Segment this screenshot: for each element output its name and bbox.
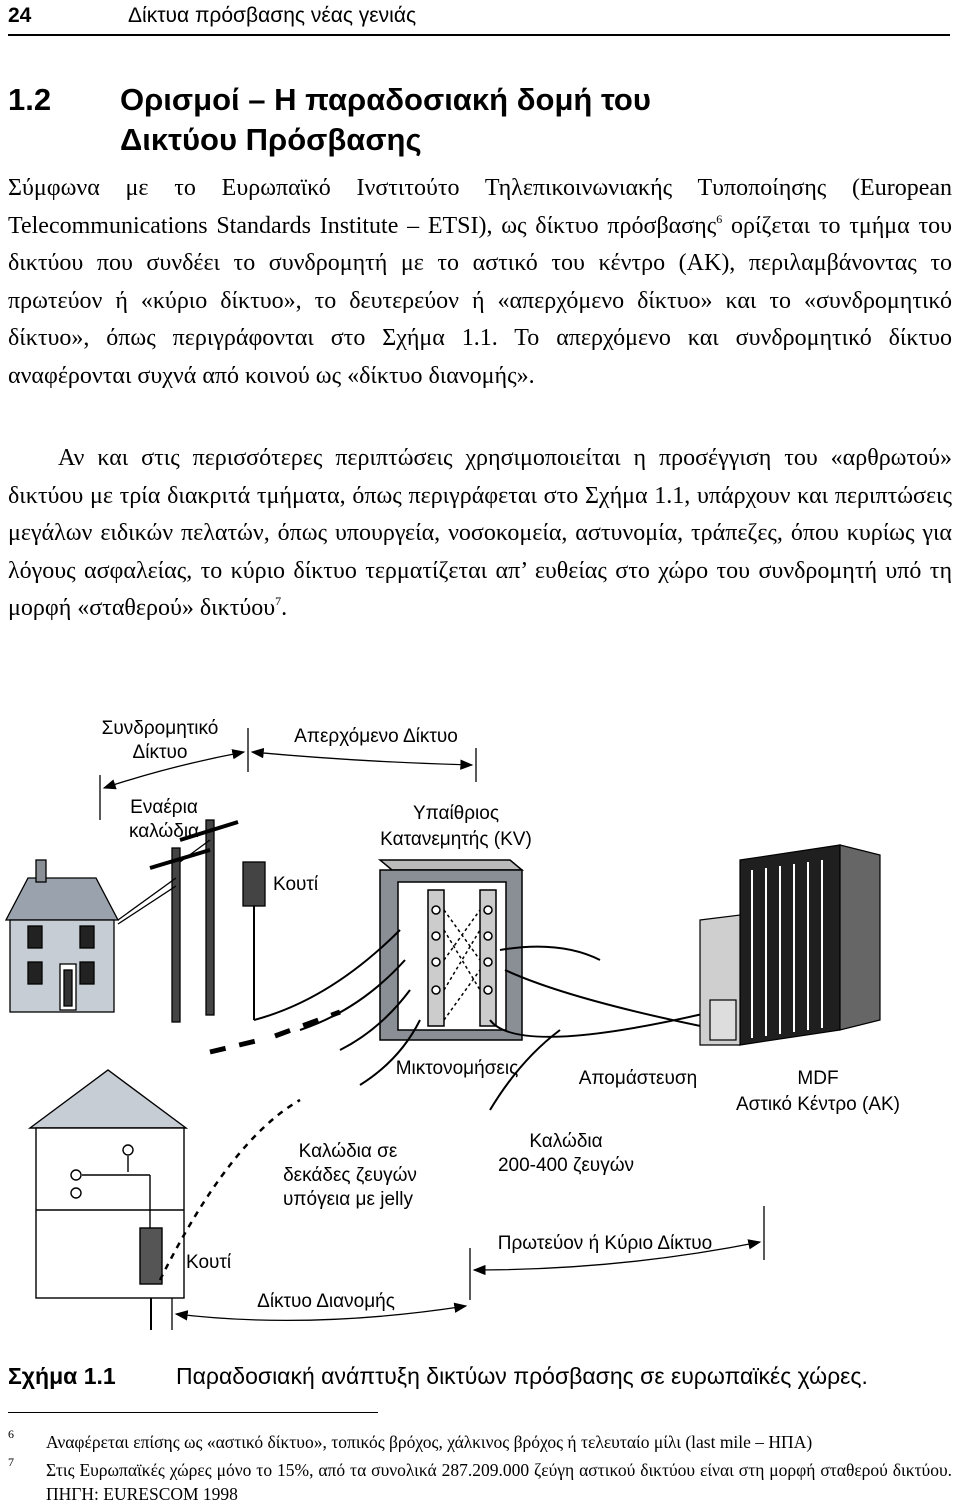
- caption-label: Σχήμα 1.1: [8, 1363, 116, 1389]
- footnote-number: 7: [8, 1455, 14, 1469]
- utility-poles: [117, 819, 239, 1023]
- p1-text-b: ορίζεται το τμήμα του δικτύου που συνδέε…: [8, 212, 952, 389]
- label-subscriber-network: Συνδρομητικό Δίκτυο: [102, 718, 219, 763]
- dimension-arcs: [99, 728, 477, 820]
- p1-text-a: Σύμφωνα με το Ευρωπαϊκό Ινστιτούτο Τηλεπ…: [8, 175, 952, 239]
- svg-text:δεκάδες ζευγών: δεκάδες ζευγών: [283, 1165, 417, 1186]
- label-jumpers: Μικτονομήσεις: [396, 1058, 519, 1079]
- footnote-text: Αναφέρεται επίσης ως «αστικό δίκτυο», το…: [46, 1432, 813, 1452]
- label-distribution-network: Δίκτυο Διανομής: [257, 1291, 395, 1312]
- label-cables-pairs: Καλώδια 200-400 ζευγών: [498, 1131, 634, 1176]
- page-number: 24: [8, 4, 32, 27]
- section-title: Ορισμοί – Η παραδοσιακή δομή του Δικτύου…: [120, 82, 651, 157]
- label-box-top: Κουτί: [273, 874, 319, 895]
- label-aerial-cables: Εναέρια καλώδια: [129, 797, 199, 842]
- body-paragraph-2: Αν και στις περισσότερες περιπτώσεις χρη…: [8, 440, 952, 628]
- running-title: Δίκτυα πρόσβασης νέας γενιάς: [128, 4, 417, 27]
- svg-text:Αστικό Κέντρο (ΑΚ): Αστικό Κέντρο (ΑΚ): [736, 1094, 900, 1115]
- footnote-6: 6 Αναφέρεται επίσης ως «αστικό δίκτυο», …: [8, 1427, 952, 1454]
- footnote-7: 7 Στις Ευρωπαϊκές χώρες μόνο το 15%, από…: [8, 1455, 952, 1506]
- p2-text: Αν και στις περισσότερες περιπτώσεις χρη…: [8, 445, 952, 622]
- label-distribution-out: Απερχόμενο Δίκτυο: [294, 726, 458, 747]
- svg-text:Εναέρια: Εναέρια: [130, 797, 198, 818]
- svg-text:Συνδρομητικό: Συνδρομητικό: [102, 718, 219, 739]
- label-cables-tens: Καλώδια σε δεκάδες ζευγών υπόγεια με jel…: [283, 1141, 417, 1210]
- label-primary-network: Πρωτεύον ή Κύριο Δίκτυο: [498, 1233, 712, 1254]
- body-paragraph-1: Σύμφωνα με το Ευρωπαϊκό Ινστιτούτο Τηλεπ…: [8, 170, 952, 396]
- building-bottom-icon: [27, 1069, 189, 1330]
- cable-bundles: [253, 929, 741, 1111]
- p2-end: .: [281, 595, 288, 622]
- figure-network-diagram: Συνδρομητικό Δίκτυο Απερχόμενο Δίκτυο Εν…: [4, 718, 900, 1330]
- dimension-arcs-bottom: [171, 1206, 765, 1330]
- svg-text:καλώδια: καλώδια: [129, 821, 199, 842]
- footnote-text: Στις Ευρωπαϊκές χώρες μόνο το 15%, από τ…: [46, 1460, 952, 1504]
- label-box-bottom: Κουτί: [186, 1252, 232, 1273]
- svg-text:υπόγεια με jelly: υπόγεια με jelly: [283, 1189, 413, 1210]
- svg-text:Καλώδια: Καλώδια: [529, 1131, 602, 1152]
- page-header: 24 Δίκτυα πρόσβασης νέας γενιάς: [8, 0, 950, 36]
- svg-text:Κατανεμητής (KV): Κατανεμητής (KV): [380, 829, 532, 850]
- svg-text:200-400 ζευγών: 200-400 ζευγών: [498, 1155, 634, 1176]
- svg-text:Υπαίθριος: Υπαίθριος: [413, 803, 499, 824]
- section-number: 1.2: [8, 82, 52, 117]
- label-termination: Απομάστευση: [579, 1068, 697, 1089]
- label-outdoor-cabinet: Υπαίθριος Κατανεμητής (KV): [380, 803, 532, 850]
- svg-text:MDF: MDF: [797, 1068, 838, 1089]
- outdoor-cabinet-icon: [377, 859, 525, 1041]
- footnote-rule: [8, 1412, 378, 1413]
- footnote-number: 6: [8, 1427, 14, 1441]
- dashed-line-bottom: [158, 1098, 301, 1281]
- label-mdf: MDF Αστικό Κέντρο (ΑΚ): [736, 1068, 900, 1115]
- svg-text:Καλώδια σε: Καλώδια σε: [299, 1141, 398, 1162]
- dashed-cable-aerial: [209, 1009, 341, 1055]
- house-icon: [4, 859, 120, 1013]
- exchange-building-icon: [699, 844, 881, 1046]
- footnote-ref-7[interactable]: 7: [275, 594, 282, 609]
- caption-text: Παραδοσιακή ανάπτυξη δικτύων πρόσβασης σ…: [176, 1363, 868, 1389]
- svg-text:Δίκτυο: Δίκτυο: [133, 742, 188, 763]
- junction-box-top: [242, 861, 266, 1020]
- footnote-ref-6[interactable]: 6: [716, 211, 723, 226]
